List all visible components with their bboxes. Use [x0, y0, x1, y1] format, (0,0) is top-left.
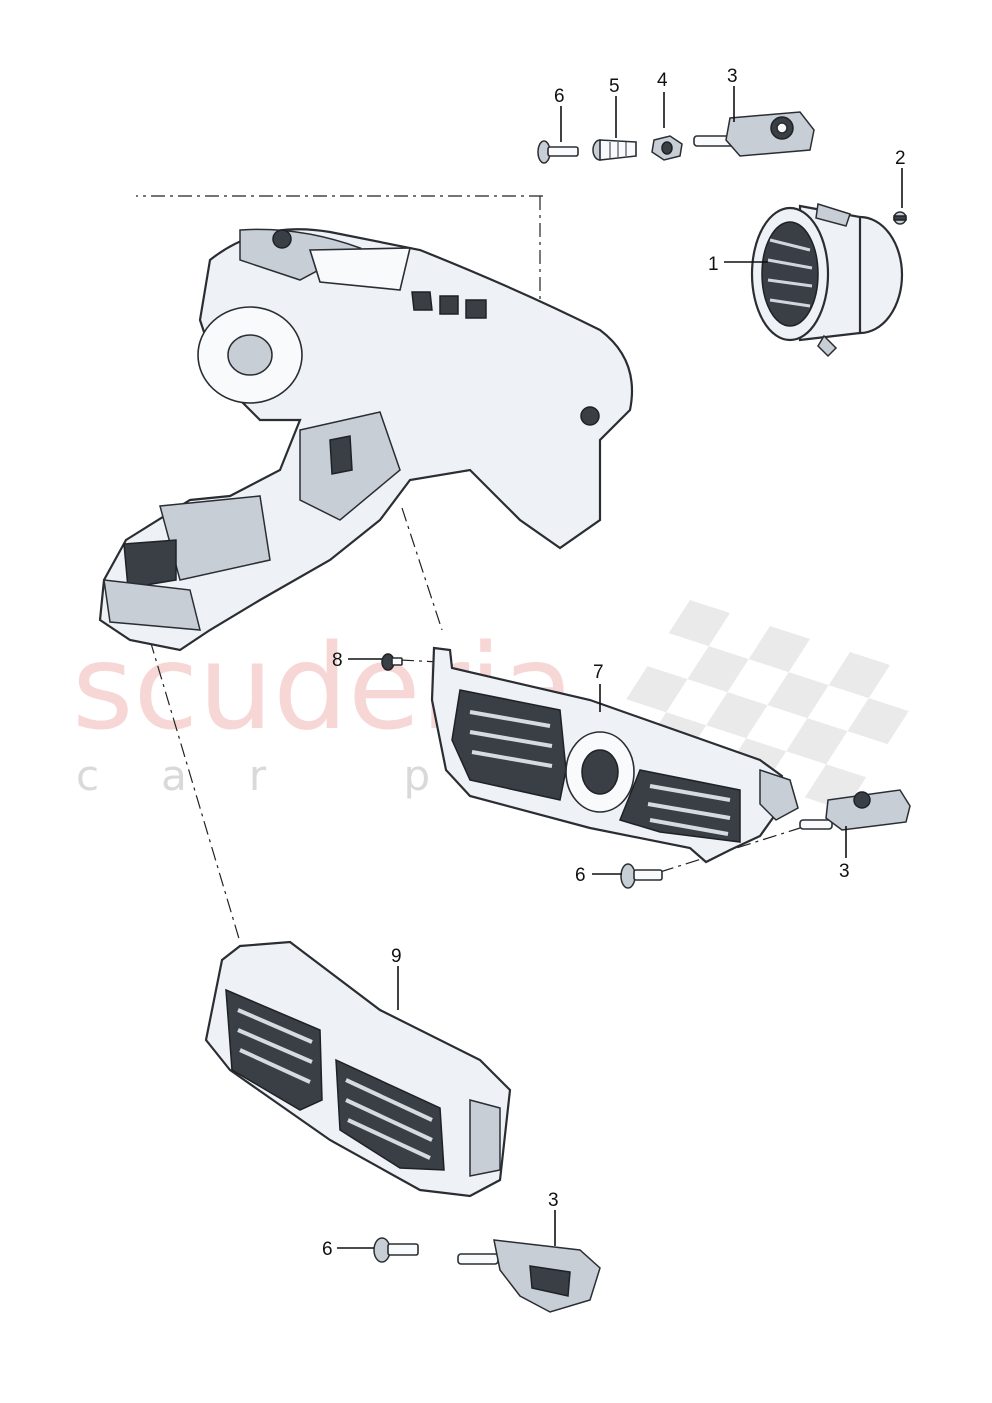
callout-2: 2	[895, 148, 906, 169]
ref-line-rear-vent	[149, 639, 241, 943]
round-side-vent	[750, 203, 904, 358]
dashboard-assembly	[98, 228, 634, 652]
callout-4: 4	[657, 70, 668, 91]
actuator-3-middle	[799, 789, 911, 831]
callout-6-bottom: 6	[322, 1239, 333, 1260]
callout-7: 7	[593, 662, 604, 683]
actuator-3-top	[693, 111, 815, 157]
callout-6-middle: 6	[575, 865, 586, 886]
callout-3-top: 3	[727, 66, 738, 87]
rear-vent-grille	[204, 940, 512, 1198]
callout-9: 9	[391, 946, 402, 967]
callout-5: 5	[609, 76, 620, 97]
screw-6-top	[537, 140, 579, 164]
callout-8: 8	[332, 650, 343, 671]
nut-4	[651, 135, 683, 161]
leader-lines	[337, 86, 903, 1249]
callout-3-bottom: 3	[548, 1190, 559, 1211]
callout-3-middle: 3	[839, 861, 850, 882]
threaded-sleeve-5	[592, 139, 637, 161]
actuator-3-bottom	[457, 1239, 601, 1313]
callout-numbers: 6 5 4 3 2 1 8 7 6 3 9 3 6	[322, 66, 906, 1260]
screw-2	[893, 211, 907, 225]
callout-6-top: 6	[554, 86, 565, 107]
screw-6-middle	[620, 863, 663, 889]
screw-8	[381, 653, 403, 671]
center-vent-grille	[430, 646, 799, 864]
ref-line-center-vent	[401, 507, 443, 631]
callout-1: 1	[708, 254, 719, 275]
screw-6-bottom	[373, 1237, 419, 1263]
